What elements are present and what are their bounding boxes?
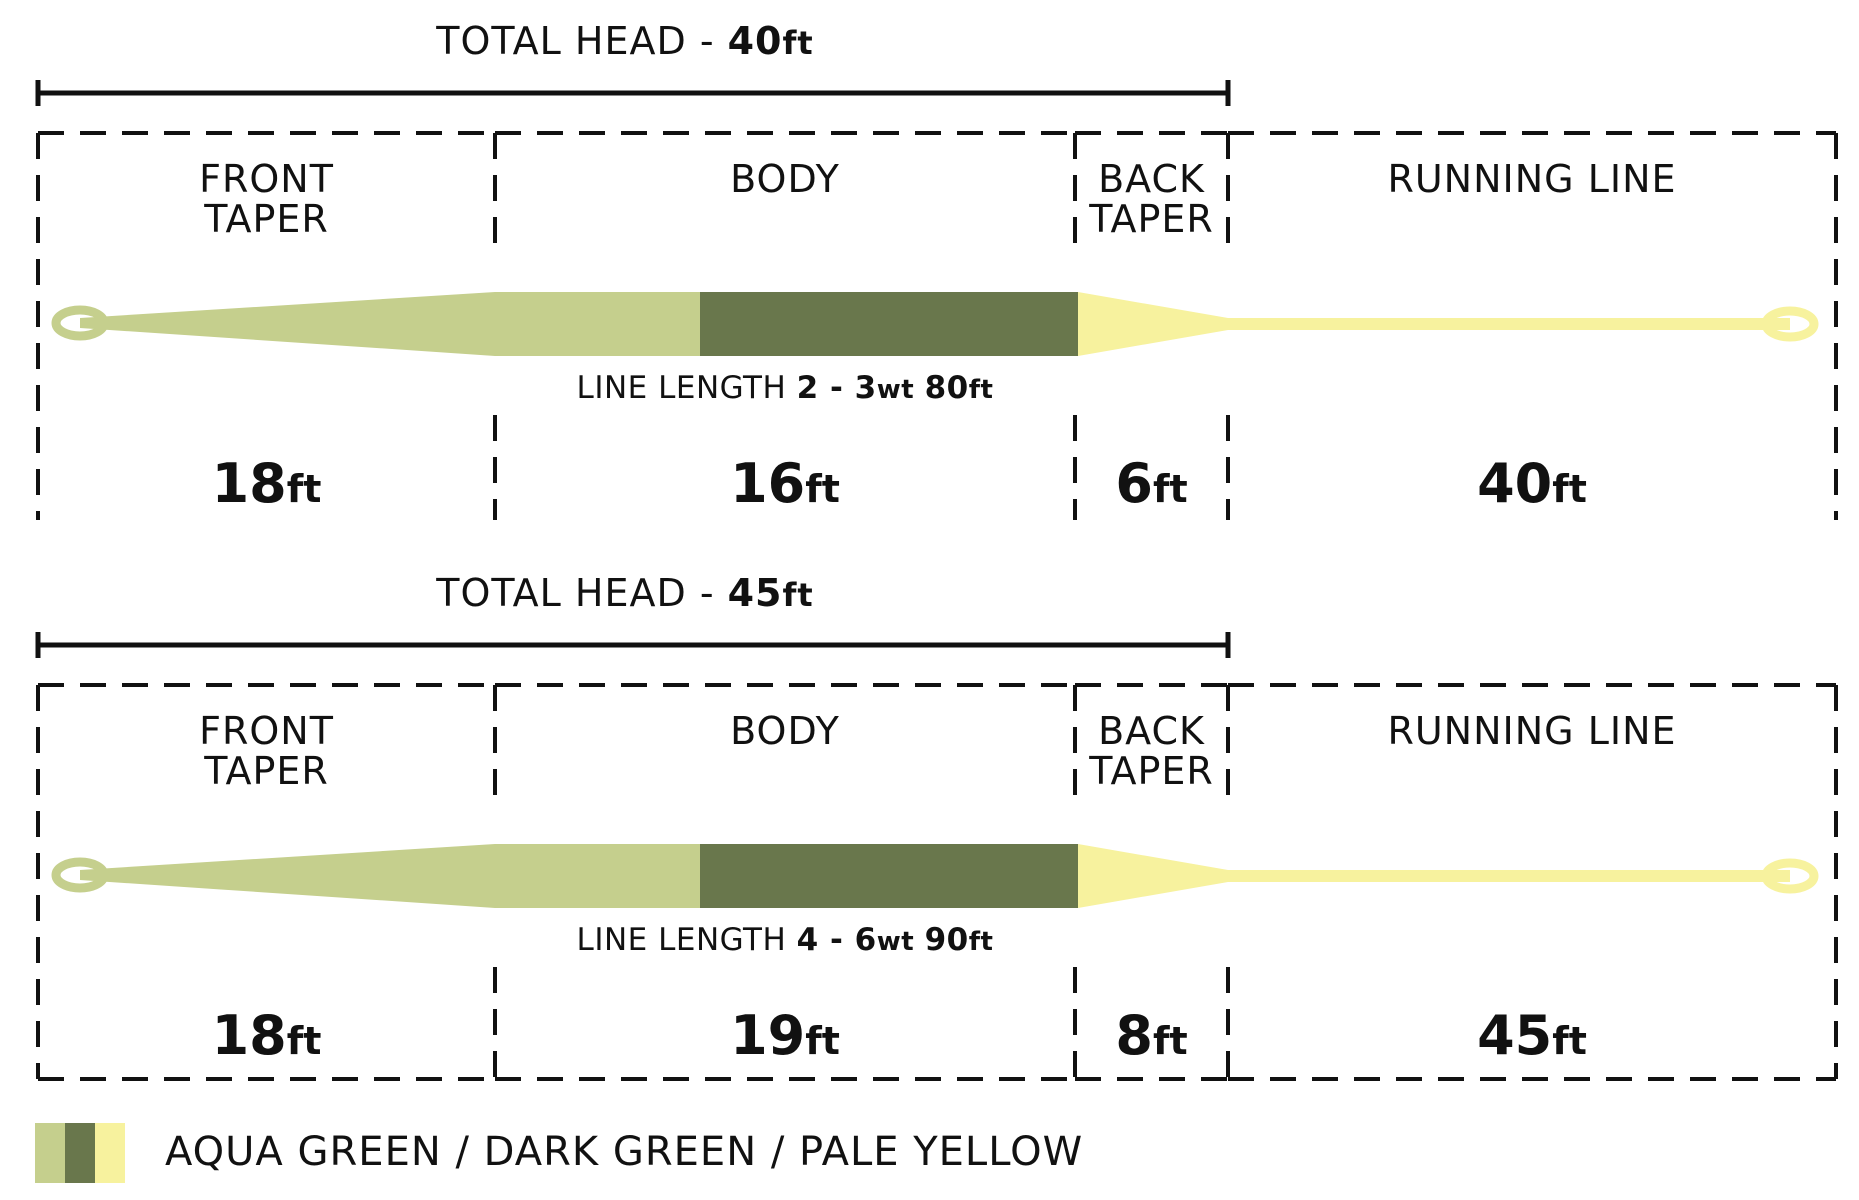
segment-length-front-taper: 18ft: [211, 1004, 322, 1067]
legend-swatch-aqua-green: [35, 1123, 65, 1183]
segment-title-body: BODY: [730, 709, 840, 753]
segment-box: [36, 683, 1838, 1081]
segment-title-running-line: RUNNING LINE: [1387, 709, 1677, 753]
segment-length-back-taper: 8ft: [1115, 1004, 1188, 1067]
segment-title-running-line: RUNNING LINE: [1387, 157, 1677, 201]
segment-box: [36, 131, 1838, 520]
front-taper-section: [80, 844, 700, 908]
body-dark-section: [700, 292, 1078, 356]
segment-length-body: 19ft: [730, 1004, 840, 1067]
line-length-label: LINE LENGTH 2 - 3wt 80ft: [576, 370, 994, 406]
front-taper-section: [80, 292, 700, 356]
segment-length-running-line: 40ft: [1477, 452, 1587, 515]
front-loop: [51, 305, 109, 341]
legend-text: AQUA GREEN / DARK GREEN / PALE YELLOW: [165, 1129, 1084, 1175]
body-dark-section: [700, 844, 1078, 908]
segment-length-running-line: 45ft: [1477, 1004, 1587, 1067]
taper-diagram-graphic: [35, 632, 1838, 1081]
segment-length-body: 16ft: [730, 452, 840, 515]
front-loop: [51, 857, 109, 893]
color-legend: AQUA GREEN / DARK GREEN / PALE YELLOW: [35, 1123, 1235, 1183]
rear-loop: [1761, 858, 1819, 894]
segment-length-back-taper: 6ft: [1115, 452, 1188, 515]
rear-loop: [1761, 306, 1819, 342]
taper-diagram-graphic: [35, 80, 1838, 520]
segment-title-body: BODY: [730, 157, 840, 201]
total-head-label: TOTAL HEAD - 40ft: [436, 19, 814, 63]
back-taper-section: [1078, 292, 1790, 356]
total-head-label: TOTAL HEAD - 45ft: [436, 571, 814, 615]
segment-length-front-taper: 18ft: [211, 452, 322, 515]
legend-swatch-pale-yellow: [95, 1123, 125, 1183]
legend-swatch-dark-green: [65, 1123, 95, 1183]
line-length-label: LINE LENGTH 4 - 6wt 90ft: [576, 922, 994, 958]
back-taper-section: [1078, 844, 1790, 908]
